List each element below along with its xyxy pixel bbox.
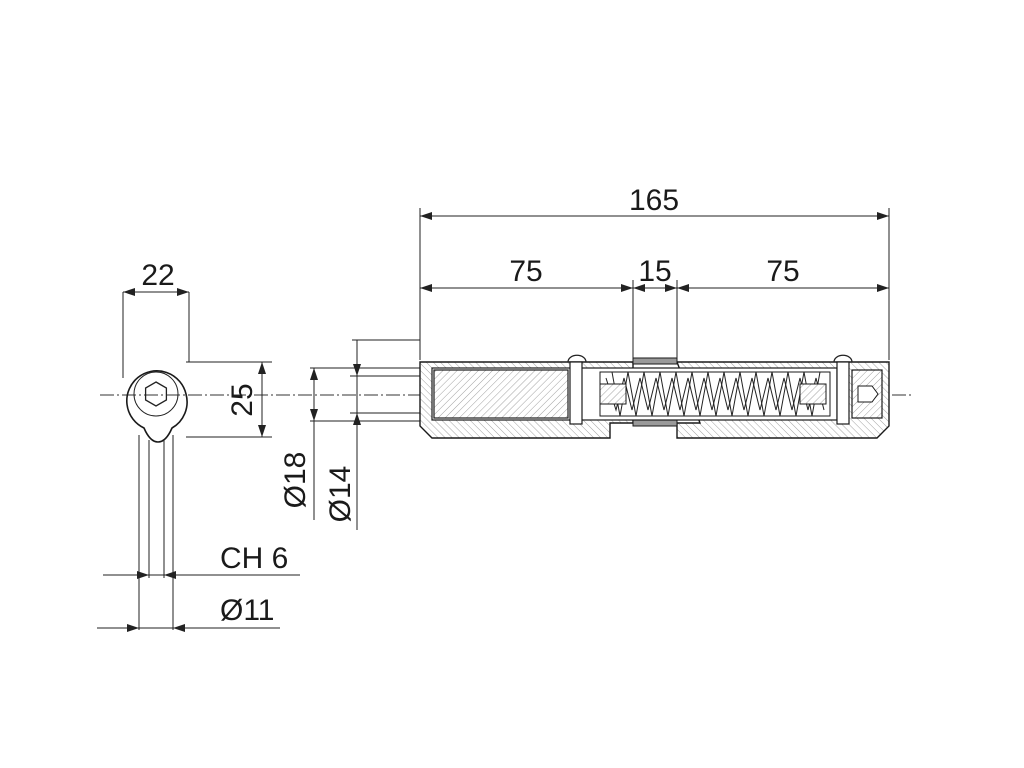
end-view-profile bbox=[126, 370, 188, 443]
section-end-hex-icon bbox=[857, 385, 879, 403]
dim-shaft-inner-label: Ø14 bbox=[324, 466, 357, 523]
section-left-cross-pin bbox=[569, 361, 583, 425]
dim-overall-length: 165 bbox=[419, 184, 890, 360]
dim-segments: 75 15 75 bbox=[420, 255, 889, 358]
end-view-inner-ring bbox=[133, 371, 179, 417]
dim-end-width: 22 bbox=[122, 259, 190, 378]
section-view bbox=[419, 354, 890, 439]
dim-shaft-diameters: Ø18 Ø14 bbox=[279, 339, 420, 530]
dim-left-length-label: 75 bbox=[509, 255, 542, 288]
section-spring bbox=[599, 371, 831, 417]
dim-height-label: 25 bbox=[226, 383, 259, 416]
end-view bbox=[126, 370, 188, 630]
dim-overall-length-label: 165 bbox=[629, 184, 679, 217]
dim-hex-key: CH 6 bbox=[103, 542, 300, 579]
dim-hex-key-label: CH 6 bbox=[220, 542, 288, 575]
section-gap-plate-bottom bbox=[632, 419, 678, 427]
dim-right-length-label: 75 bbox=[766, 255, 799, 288]
section-gap-plate-top bbox=[632, 357, 678, 365]
dim-end-width-label: 22 bbox=[141, 259, 174, 292]
dim-gap-length-label: 15 bbox=[638, 255, 671, 288]
section-right-cross-pin bbox=[836, 361, 850, 425]
dim-height: 25 bbox=[186, 361, 272, 438]
dim-pin-diameter: Ø11 bbox=[97, 594, 280, 632]
section-left-plunger bbox=[433, 369, 569, 419]
dim-pin-diameter-label: Ø11 bbox=[220, 594, 274, 627]
hex-socket-icon bbox=[144, 381, 168, 407]
dim-shaft-outer-label: Ø18 bbox=[279, 452, 312, 509]
